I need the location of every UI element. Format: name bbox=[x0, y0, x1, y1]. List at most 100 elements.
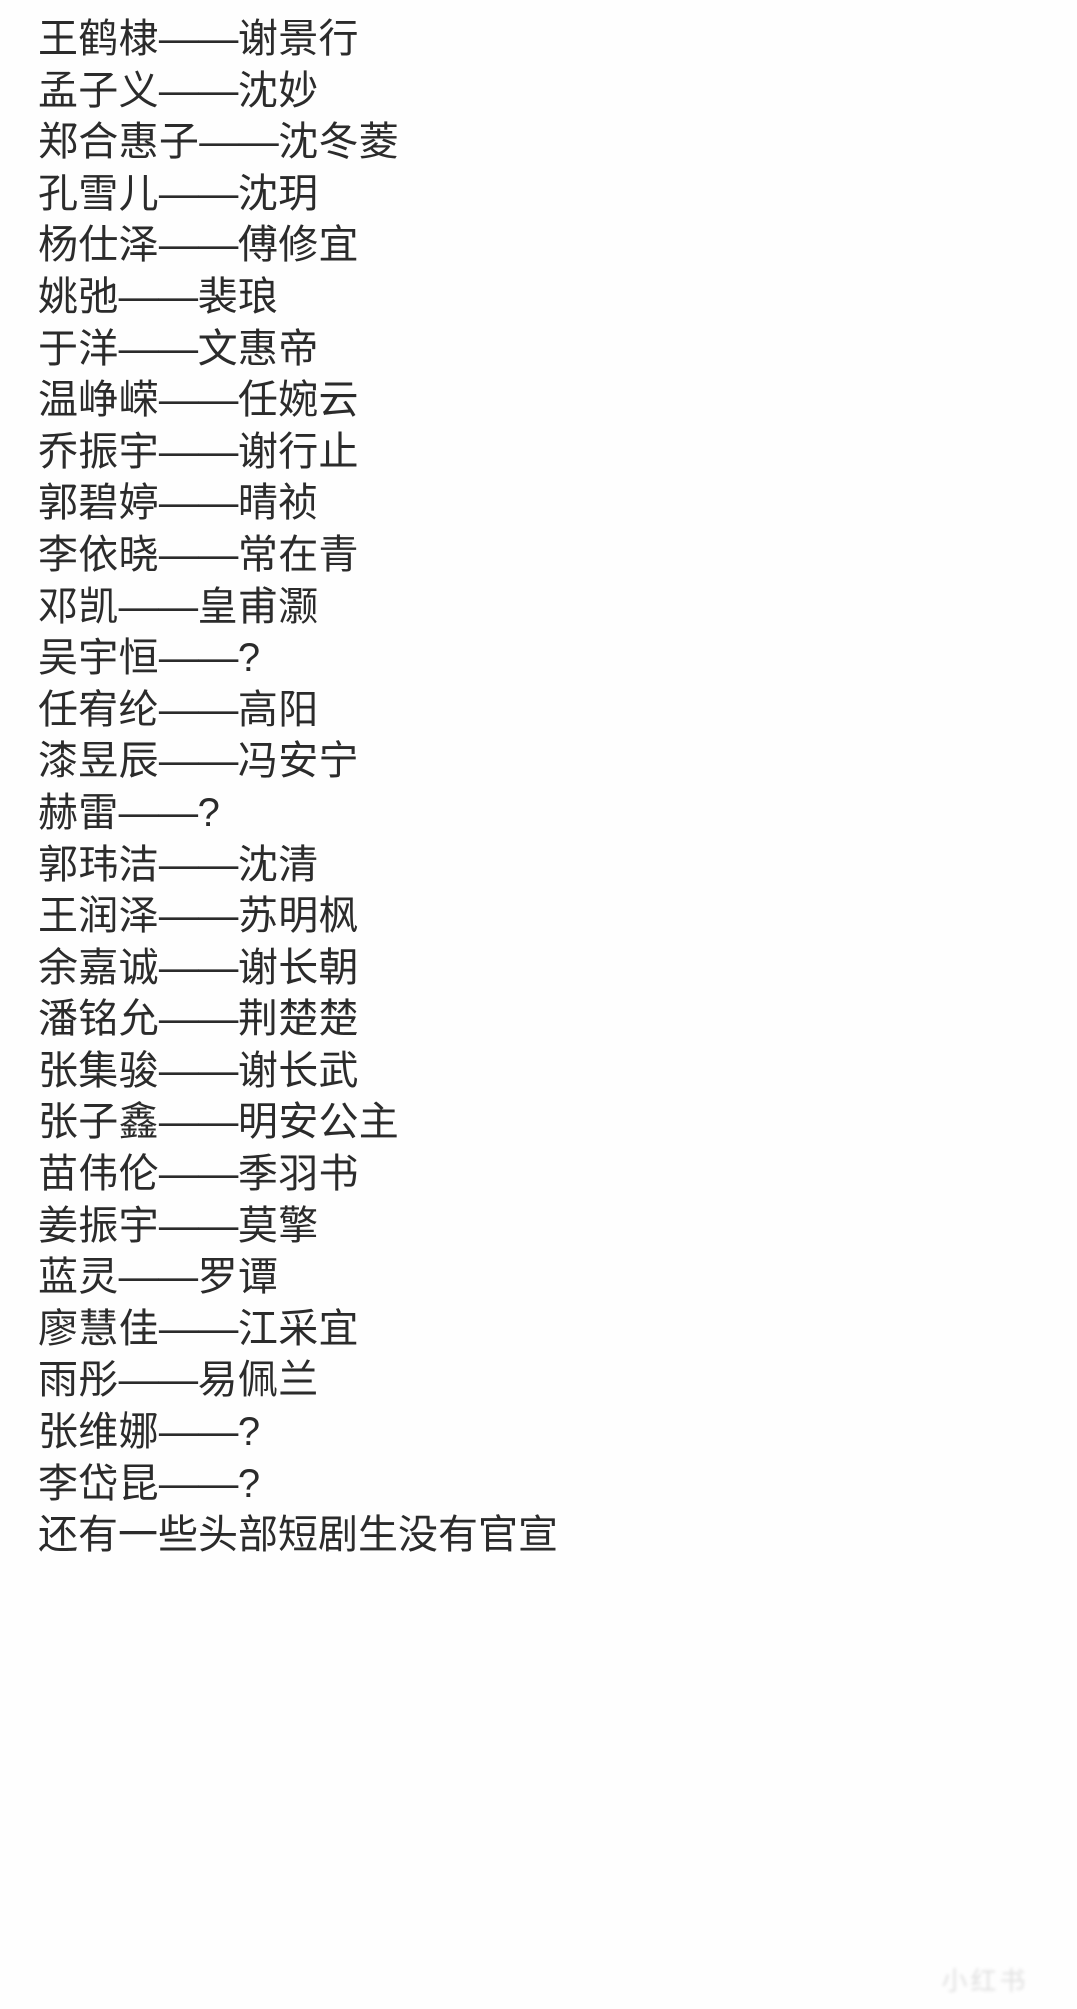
character-name: 明安公主 bbox=[237, 1100, 400, 1145]
character-name: 任婉云 bbox=[237, 378, 359, 423]
separator-dash: —— bbox=[158, 532, 239, 577]
separator-dash: —— bbox=[118, 1358, 199, 1403]
character-name: 江采宜 bbox=[237, 1306, 359, 1351]
cast-line: 吴宇恒——? bbox=[38, 633, 1077, 685]
separator-dash: —— bbox=[158, 945, 239, 990]
cast-line: 于洋——文惠帝 bbox=[38, 324, 1077, 376]
cast-line: 邓凯——皇甫灏 bbox=[38, 582, 1077, 634]
character-name: ? bbox=[237, 636, 261, 681]
character-name: ? bbox=[197, 790, 221, 835]
separator-dash: —— bbox=[158, 687, 239, 732]
separator-dash: —— bbox=[158, 171, 239, 216]
cast-line: 郭碧婷——晴祯 bbox=[38, 478, 1077, 530]
actor-name: 任宥纶 bbox=[38, 687, 159, 732]
separator-dash: —— bbox=[158, 894, 239, 939]
actor-name: 漆昱辰 bbox=[38, 739, 159, 784]
separator-dash: —— bbox=[158, 68, 239, 113]
footnote: 还有一些头部短剧生没有官宣 bbox=[38, 1513, 558, 1558]
separator-dash: —— bbox=[118, 584, 199, 629]
actor-name: 王鹤棣 bbox=[38, 17, 159, 61]
character-name: 荆楚楚 bbox=[237, 997, 359, 1042]
cast-line: 温峥嵘——任婉云 bbox=[38, 375, 1077, 427]
separator-dash: —— bbox=[158, 842, 239, 887]
character-name: 冯安宁 bbox=[237, 739, 359, 784]
cast-line: 姜振宇——莫擎 bbox=[38, 1201, 1077, 1253]
character-name: 谢景行 bbox=[237, 17, 359, 61]
character-name: 沈冬菱 bbox=[278, 120, 400, 165]
cast-line: 任宥纶——高阳 bbox=[38, 685, 1077, 737]
actor-name: 张维娜 bbox=[38, 1410, 159, 1455]
separator-dash: —— bbox=[158, 1048, 239, 1093]
actor-name: 张子鑫 bbox=[38, 1100, 159, 1145]
character-name: 常在青 bbox=[237, 532, 359, 577]
actor-name: 王润泽 bbox=[38, 894, 159, 939]
actor-name: 郭碧婷 bbox=[38, 481, 159, 526]
separator-dash: —— bbox=[158, 1100, 239, 1145]
character-name: ? bbox=[237, 1461, 261, 1506]
separator-dash: —— bbox=[158, 17, 239, 61]
actor-name: 乔振宇 bbox=[38, 429, 159, 474]
cast-line: 郭玮洁——沈清 bbox=[38, 840, 1077, 892]
actor-name: 潘铭允 bbox=[38, 997, 159, 1042]
cast-line: 王鹤棣——谢景行 bbox=[38, 14, 1077, 66]
cast-line: 潘铭允——荆楚楚 bbox=[38, 994, 1077, 1046]
separator-dash: —— bbox=[158, 429, 239, 474]
character-name: 罗谭 bbox=[197, 1255, 279, 1300]
character-name: 沈妙 bbox=[237, 68, 319, 113]
separator-dash: —— bbox=[158, 997, 239, 1042]
character-name: 谢长朝 bbox=[237, 945, 359, 990]
separator-dash: —— bbox=[118, 326, 199, 371]
cast-line: 张集骏——谢长武 bbox=[38, 1046, 1077, 1098]
actor-name: 雨彤 bbox=[38, 1358, 119, 1403]
separator-dash: —— bbox=[158, 1203, 239, 1248]
actor-name: 孔雪儿 bbox=[38, 171, 159, 216]
character-name: 皇甫灏 bbox=[197, 584, 319, 629]
character-name: 季羽书 bbox=[237, 1152, 359, 1197]
actor-name: 蓝灵 bbox=[38, 1255, 119, 1300]
actor-name: 赫雷 bbox=[38, 790, 119, 835]
cast-line: 李依晓——常在青 bbox=[38, 530, 1077, 582]
character-name: 傅修宜 bbox=[237, 223, 359, 268]
character-name: 谢行止 bbox=[237, 429, 359, 474]
cast-line: 赫雷——? bbox=[38, 788, 1077, 840]
character-name: 裴琅 bbox=[197, 274, 279, 319]
actor-name: 于洋 bbox=[38, 326, 119, 371]
character-name: 文惠帝 bbox=[197, 326, 319, 371]
character-name: ? bbox=[237, 1410, 261, 1455]
separator-dash: —— bbox=[158, 636, 239, 681]
cast-line: 苗伟伦——季羽书 bbox=[38, 1149, 1077, 1201]
actor-name: 余嘉诚 bbox=[38, 945, 159, 990]
cast-line: 孟子义——沈妙 bbox=[38, 66, 1077, 118]
actor-name: 李岱昆 bbox=[38, 1461, 159, 1506]
actor-name: 郭玮洁 bbox=[38, 842, 159, 887]
cast-line: 余嘉诚——谢长朝 bbox=[38, 943, 1077, 995]
cast-line: 雨彤——易佩兰 bbox=[38, 1355, 1077, 1407]
cast-line: 王润泽——苏明枫 bbox=[38, 891, 1077, 943]
actor-name: 孟子义 bbox=[38, 68, 159, 113]
separator-dash: —— bbox=[158, 378, 239, 423]
actor-name: 李依晓 bbox=[38, 532, 159, 577]
separator-dash: —— bbox=[158, 1461, 239, 1506]
separator-dash: —— bbox=[158, 223, 239, 268]
separator-dash: —— bbox=[158, 1410, 239, 1455]
cast-line: 蓝灵——罗谭 bbox=[38, 1252, 1077, 1304]
separator-dash: —— bbox=[118, 1255, 199, 1300]
separator-dash: —— bbox=[158, 481, 239, 526]
character-name: 沈玥 bbox=[237, 171, 319, 216]
actor-name: 郑合惠子 bbox=[38, 120, 200, 165]
cast-line: 杨仕泽——傅修宜 bbox=[38, 220, 1077, 272]
actor-name: 苗伟伦 bbox=[38, 1152, 159, 1197]
actor-name: 姚弛 bbox=[38, 274, 119, 319]
cast-line: 孔雪儿——沈玥 bbox=[38, 169, 1077, 221]
separator-dash: —— bbox=[158, 739, 239, 784]
separator-dash: —— bbox=[158, 1306, 239, 1351]
character-name: 沈清 bbox=[237, 842, 319, 887]
cast-line: 姚弛——裴琅 bbox=[38, 272, 1077, 324]
actor-name: 廖慧佳 bbox=[38, 1306, 159, 1351]
character-name: 莫擎 bbox=[237, 1203, 319, 1248]
character-name: 易佩兰 bbox=[197, 1358, 319, 1403]
cast-line: 张子鑫——明安公主 bbox=[38, 1097, 1077, 1149]
character-name: 谢长武 bbox=[237, 1048, 359, 1093]
separator-dash: —— bbox=[158, 1152, 239, 1197]
